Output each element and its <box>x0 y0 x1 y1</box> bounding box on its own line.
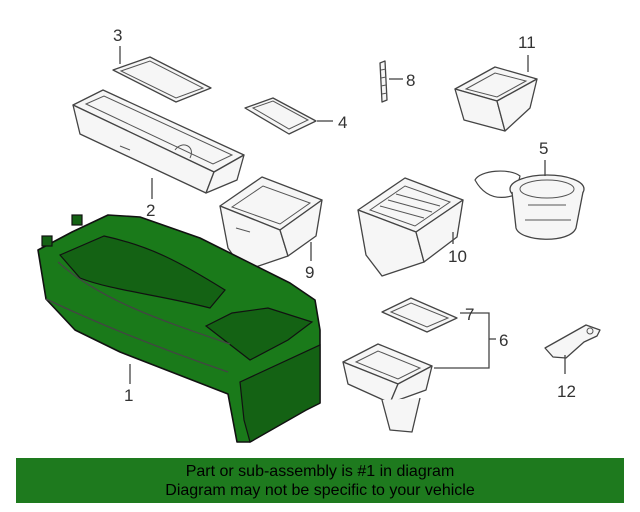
part-3-tray-lid[interactable] <box>112 56 212 103</box>
callout-9: 9 <box>305 263 314 282</box>
callout-2: 2 <box>146 201 155 220</box>
callout-7: 7 <box>465 305 474 324</box>
callout-4: 4 <box>338 113 347 132</box>
callout-5: 5 <box>539 139 548 158</box>
callout-1: 1 <box>124 386 133 405</box>
part-5-cup-holder[interactable] <box>474 170 585 240</box>
part-1-console-main[interactable] <box>37 214 321 443</box>
banner-line-1: Part or sub-assembly is #1 in diagram <box>185 463 455 480</box>
callout-12: 12 <box>557 382 576 401</box>
callout-10: 10 <box>448 247 467 266</box>
callout-8: 8 <box>406 71 415 90</box>
part-7-small-mat[interactable] <box>381 297 458 333</box>
parts-diagram: 3 2 4 8 11 5 <box>37 26 601 443</box>
banner-line-2: Diagram may not be specific to your vehi… <box>165 482 475 499</box>
part-11-small-bin[interactable] <box>454 66 538 132</box>
part-10-grille-panel[interactable] <box>357 177 464 277</box>
leader-6-bracket <box>434 312 490 369</box>
part-9-console-bin[interactable] <box>219 176 323 272</box>
callout-11: 11 <box>518 33 536 52</box>
callout-3: 3 <box>113 26 122 45</box>
part-2-storage-box[interactable] <box>72 89 245 194</box>
part-8-clip-strip[interactable] <box>379 60 388 103</box>
callout-6: 6 <box>499 331 508 350</box>
info-banner: Part or sub-assembly is #1 in diagram Di… <box>16 458 624 503</box>
part-4-tray-mat[interactable] <box>244 97 317 135</box>
part-6-holder-assembly[interactable] <box>342 343 433 433</box>
part-12-bracket[interactable] <box>544 324 601 359</box>
